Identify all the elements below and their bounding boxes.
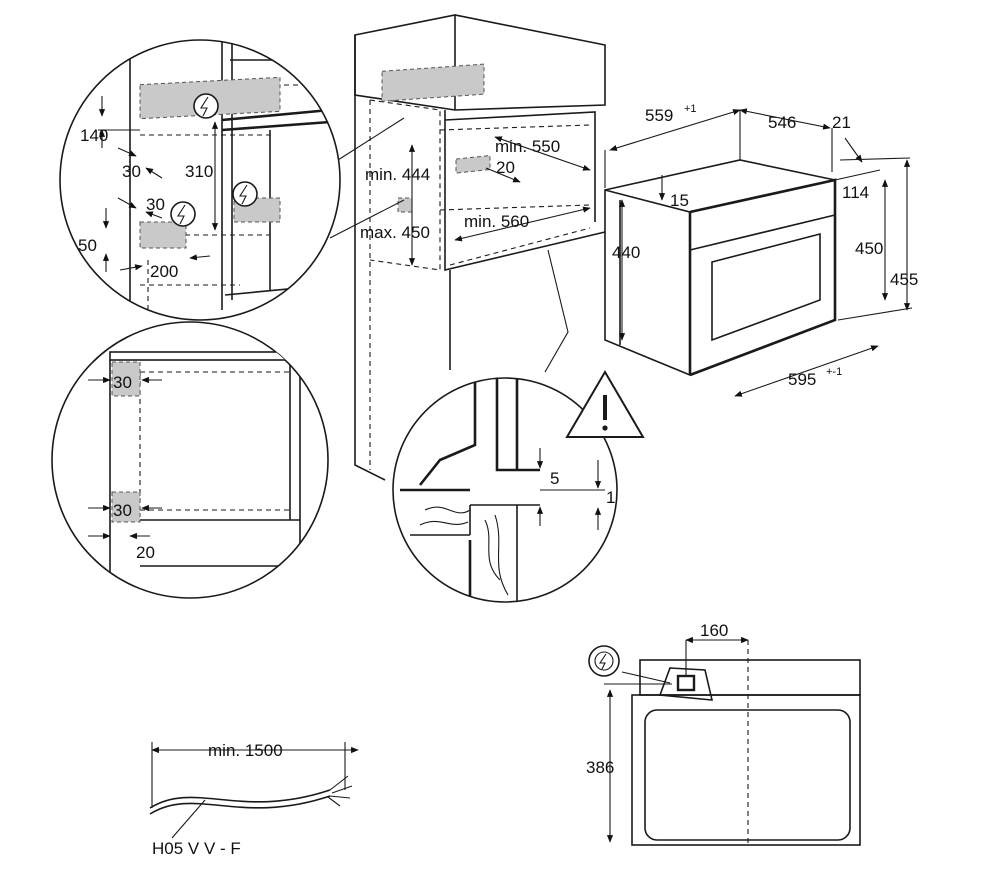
electric-connection-icon [588,645,620,677]
dim-559-tolerance: +1 [684,103,697,115]
dim-5: 5 [550,469,559,488]
electric-connection-icon [232,181,258,207]
dim-21: 21 [832,113,851,132]
dim-20-side: 20 [136,543,155,562]
dim-310: 310 [185,162,213,181]
cable-drawing: min. 1500 H05 V V - F [149,741,359,858]
dim-min-560: min. 560 [464,212,529,231]
dim-559: 559 [645,106,673,125]
dim-30-b: 30 [146,195,165,214]
dim-200: 200 [150,262,178,281]
dim-440: 440 [612,243,640,262]
dim-max-450: max. 450 [360,223,430,242]
front-view: 160 386 [586,621,861,846]
dim-20-cabinet: 20 [496,158,515,177]
dim-30-top: 30 [113,373,132,392]
dim-min-444: min. 444 [365,165,430,184]
dim-546: 546 [768,113,796,132]
dim-1: 1 [606,488,615,507]
detail-socket-position: 140 30 310 30 50 200 [59,39,341,321]
dim-15: 15 [670,191,689,210]
dim-160: 160 [700,621,728,640]
dim-min-1500: min. 1500 [208,741,283,760]
dim-386: 386 [586,758,614,777]
detail-gap: 5 1 [392,370,645,603]
detail-side-clearance: 30 30 20 [51,321,329,599]
dim-50: 50 [78,236,97,255]
dim-595-tolerance: +-1 [826,366,842,378]
electric-connection-icon [193,93,219,119]
dim-30-a: 30 [122,162,141,181]
dim-455: 455 [890,270,918,289]
dim-114: 114 [842,183,869,202]
dim-140: 140 [80,126,108,145]
dim-595: 595 [788,370,816,389]
dim-min-550: min. 550 [495,137,560,156]
dim-450-oven: 450 [855,239,883,258]
dim-30-bottom: 30 [113,501,132,520]
cable-type-label: H05 V V - F [152,839,241,858]
electric-connection-icon [170,201,196,227]
warning-triangle-icon [565,370,645,438]
oven-drawing: 559 +1 546 21 15 114 440 450 455 595 +-1 [604,103,918,397]
cabinet-drawing: min. 550 min. 444 20 max. 450 min. 560 [329,14,606,481]
